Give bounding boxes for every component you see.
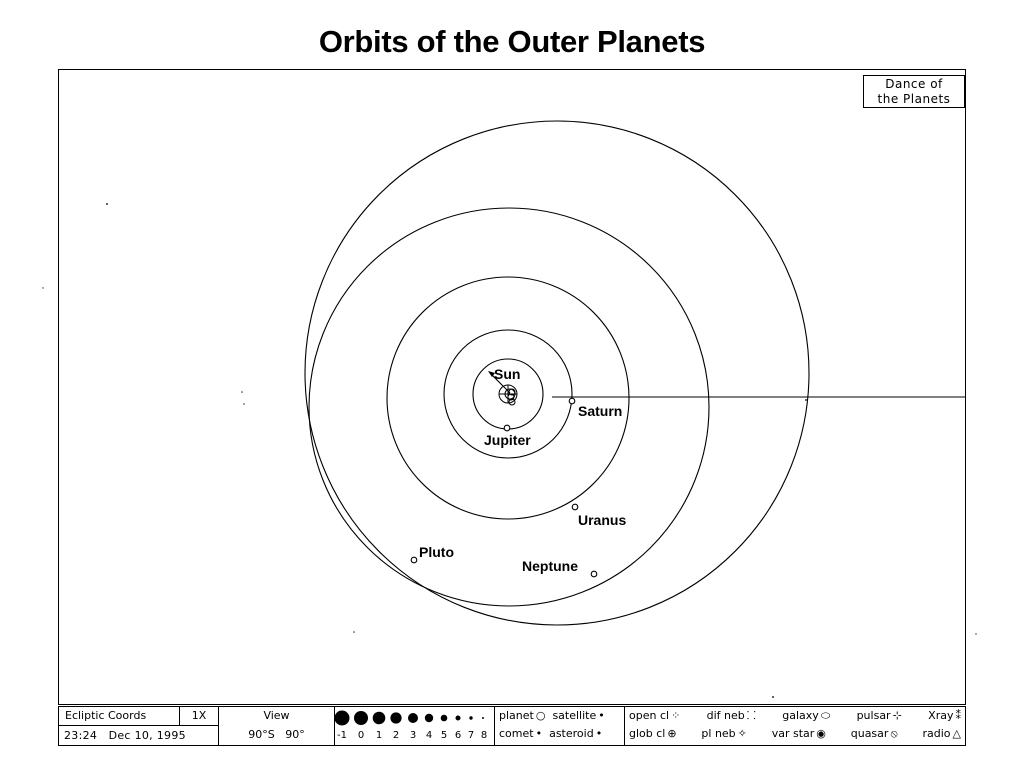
- coord-system-label[interactable]: Ecliptic Coords: [59, 707, 180, 725]
- mag-dot: [335, 710, 350, 726]
- legend-open-cluster: open cl: [629, 709, 670, 722]
- radio-icon: △: [952, 727, 961, 740]
- page-title: Orbits of the Outer Planets: [318, 24, 706, 59]
- datetime-display: 23:24 Dec 10, 1995: [64, 729, 186, 742]
- legend-variable-star: var star: [771, 727, 815, 740]
- pluto-label: Pluto: [419, 544, 454, 560]
- mag-dot: [455, 715, 461, 721]
- mag-label: 4: [425, 730, 433, 741]
- magnitude-dots: [335, 710, 484, 726]
- view-value: 90°S 90°: [248, 728, 305, 741]
- speck: [243, 403, 245, 405]
- uranus-orbit: [386, 276, 630, 520]
- sun-pointer: [489, 372, 511, 394]
- saturn-label: Saturn: [578, 403, 622, 419]
- neptune-orbit: [308, 207, 710, 607]
- speck: [805, 399, 807, 401]
- saturn-marker: [568, 397, 576, 405]
- speck: [353, 631, 355, 633]
- mag-dot: [390, 712, 402, 724]
- mag-dot: [440, 714, 448, 722]
- neptune-marker: [590, 570, 598, 578]
- legend-quasar: quasar: [850, 727, 889, 740]
- satellite-icon: •: [598, 709, 605, 722]
- pluto-orbit: [304, 120, 810, 626]
- galaxy-icon: ⬭: [820, 709, 831, 722]
- speck: [241, 391, 243, 393]
- view-label: View: [263, 709, 290, 722]
- legend-satellite: satellite: [552, 709, 597, 722]
- neptune-label: Neptune: [522, 558, 578, 574]
- legend-asteroid: asteroid: [549, 727, 594, 740]
- speck: [106, 203, 108, 205]
- mag-dot: [408, 713, 418, 723]
- planetary-nebula-icon: ✧: [737, 727, 747, 740]
- app-badge-line2: the Planets: [877, 92, 951, 106]
- planet-icon: ○: [535, 709, 546, 722]
- variable-star-icon: ◉: [816, 727, 826, 740]
- open-cluster-icon: ⁘: [671, 709, 681, 722]
- legend-globular-cluster: glob cl: [629, 727, 666, 740]
- legend-comet: comet: [499, 727, 534, 740]
- mag-label: 0: [357, 730, 365, 741]
- saturn-orbit: [443, 329, 573, 459]
- legend-radio: radio: [922, 727, 951, 740]
- legend-diffuse-nebula: dif neb: [706, 709, 745, 722]
- view-panel[interactable]: View 90°S 90°: [219, 707, 335, 745]
- mag-dot: [469, 716, 473, 720]
- legend-pulsar: pulsar: [856, 709, 891, 722]
- mag-label: 1: [375, 730, 383, 741]
- xray-icon: ⁑: [955, 709, 961, 722]
- jupiter-marker: [503, 424, 511, 432]
- zoom-level[interactable]: 1X: [191, 709, 207, 722]
- mag-label: 3: [409, 730, 417, 741]
- sun-pointer-arrowhead: [488, 371, 495, 377]
- pluto-marker: [410, 556, 418, 564]
- pulsar-icon: ⊹: [892, 709, 902, 722]
- mag-dot: [372, 711, 386, 725]
- object-legend-solar: planet○ satellite• comet• asteroid•: [495, 707, 625, 745]
- mag-label: 2: [392, 730, 400, 741]
- sky-chart-frame: [58, 69, 966, 705]
- mag-label: 6: [454, 730, 462, 741]
- legend-galaxy: galaxy: [782, 709, 819, 722]
- uranus-label: Uranus: [578, 512, 626, 528]
- mag-dot: [354, 711, 368, 725]
- comet-icon: •: [535, 727, 543, 740]
- mag-label: 5: [440, 730, 448, 741]
- mag-label: 8: [480, 730, 488, 741]
- mag-label: 7: [467, 730, 475, 741]
- quasar-icon: ⦸: [890, 727, 898, 740]
- speck: [772, 696, 774, 698]
- speck: [975, 633, 977, 635]
- speck: [42, 287, 44, 289]
- object-legend-deep-sky: open cl⁘ dif neb⸬ galaxy⬭ pulsar⊹ Xray⁑ …: [625, 707, 965, 745]
- mag-label: -1: [337, 730, 347, 741]
- jupiter-label: Jupiter: [484, 432, 531, 448]
- app-badge: Dance of the Planets: [863, 75, 965, 108]
- diffuse-nebula-icon: ⸬: [746, 709, 756, 722]
- coords-panel: Ecliptic Coords 1X 23:24 Dec 10, 1995: [59, 707, 219, 745]
- app-badge-line1: Dance of: [885, 77, 943, 91]
- asteroid-icon: •: [595, 727, 603, 740]
- legend-planet: planet: [499, 709, 534, 722]
- sun-marker: [498, 384, 518, 406]
- legend-planetary-nebula: pl neb: [701, 727, 736, 740]
- sun-label: Sun: [494, 366, 520, 382]
- mag-dot: [424, 713, 434, 723]
- mag-dot: [482, 717, 484, 719]
- magnitude-scale: -1 0 1 2 3 4 5 6 7 8: [335, 707, 495, 745]
- globular-cluster-icon: ⊕: [667, 727, 677, 740]
- uranus-marker: [571, 503, 579, 511]
- legend-xray: Xray: [928, 709, 954, 722]
- status-bar: Ecliptic Coords 1X 23:24 Dec 10, 1995 Vi…: [58, 706, 966, 746]
